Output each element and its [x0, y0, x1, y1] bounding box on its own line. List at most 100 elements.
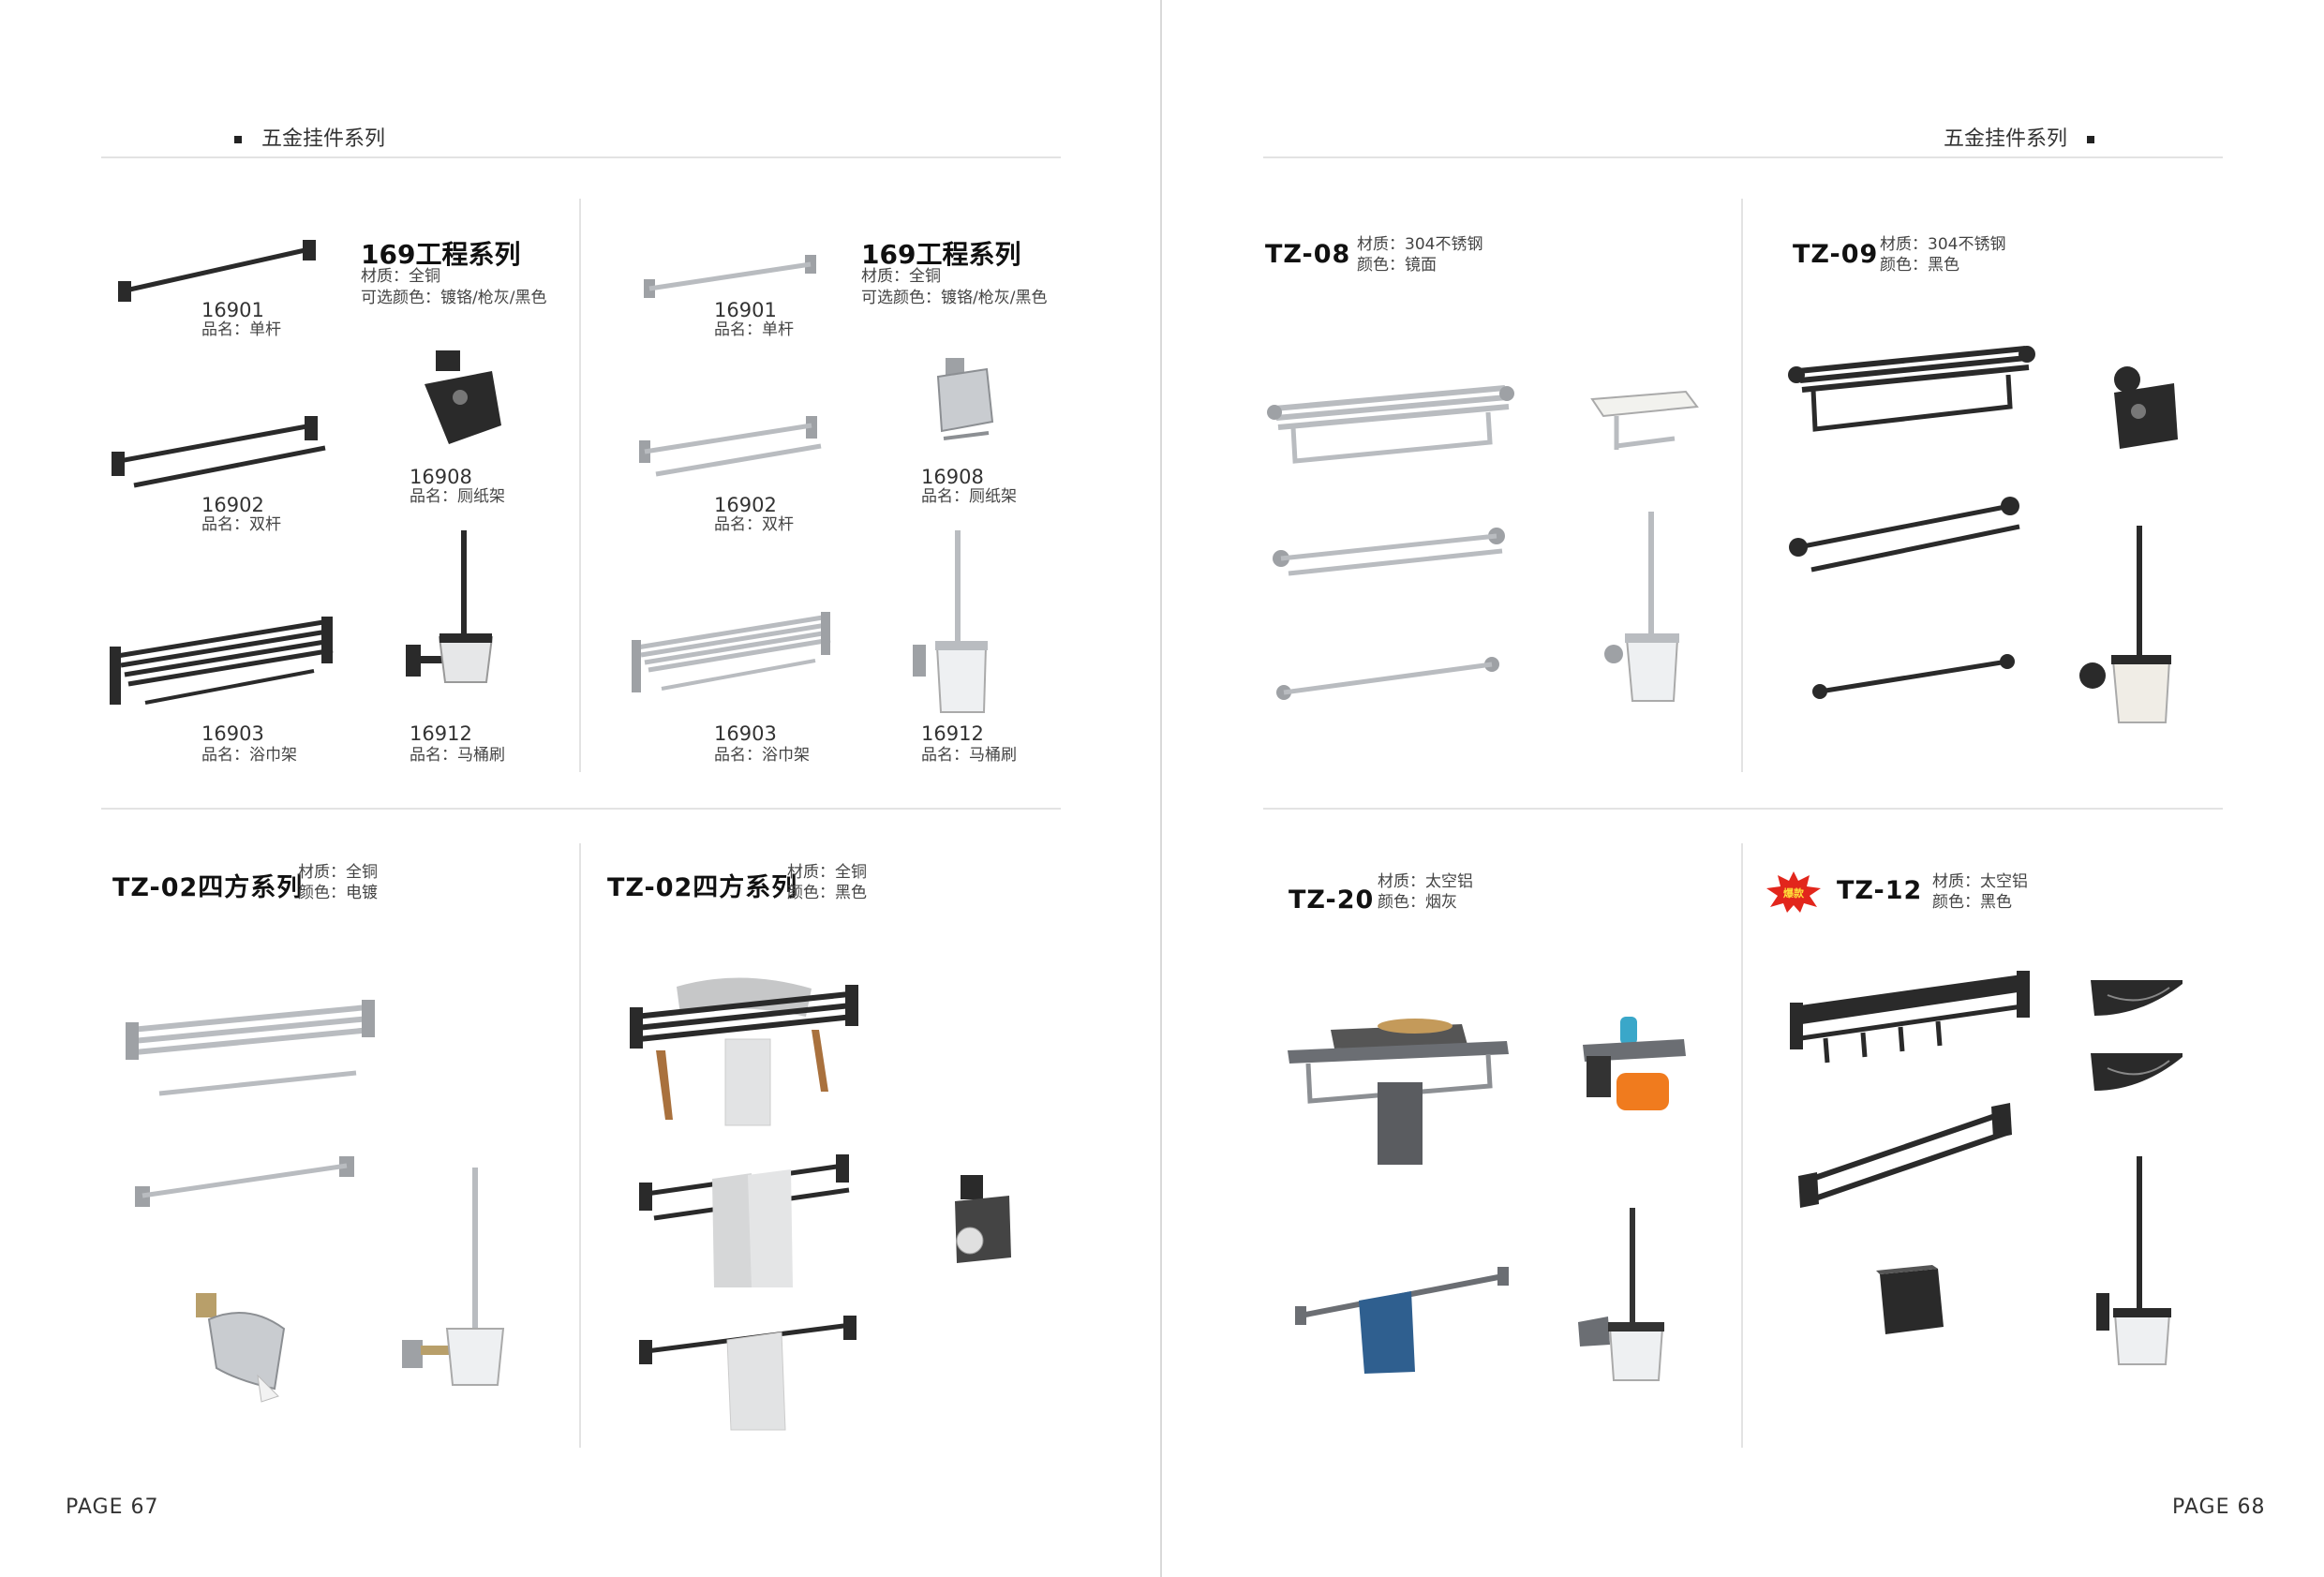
single-rail-towel-smoke-gray-image: [1295, 1267, 1509, 1374]
toilet-paper-holder-chrome-square-image: [196, 1293, 286, 1403]
product-name: 品名：双杆: [714, 515, 794, 534]
series-title: TZ-20: [1289, 885, 1375, 915]
material-text: 材质：全铜: [787, 863, 867, 882]
product-name: 品名：马桶刷: [921, 746, 1017, 765]
product-code: 16908: [410, 466, 472, 488]
double-rail-black-square-image: [1798, 1103, 2012, 1208]
product-code: 16901: [201, 299, 264, 321]
product-code: 16901: [714, 299, 777, 321]
towel-rack-chrome-image: [632, 612, 831, 692]
product-code: 16903: [714, 722, 777, 745]
right-middle-rule: [1263, 808, 2223, 810]
color-text: 颜色：黑色: [1932, 893, 2012, 912]
series-title: TZ-02四方系列: [112, 873, 304, 902]
right-header-text: 五金挂件系列: [1944, 127, 2068, 151]
towel-rack-black-towels-image: [630, 977, 858, 1126]
left-header: 五金挂件系列: [234, 122, 385, 152]
series-title: 169工程系列: [361, 239, 521, 270]
material-text: 材质：太空铝: [1932, 872, 2028, 891]
color-text: 颜色：黑色: [787, 884, 867, 902]
left-page: 五金挂件系列 169工程系列 材质：全铜 可选颜色：镀铬/枪灰/黑色 16901…: [0, 0, 1160, 1577]
towel-rack-black-image: [110, 617, 334, 705]
corner-shelf-black-bottom-image: [2091, 1053, 2182, 1091]
product-code: 16903: [201, 722, 264, 745]
product-name: 品名：厕纸架: [921, 487, 1017, 506]
towel-rack-hooks-black-image: [1790, 971, 2030, 1064]
header-bullet-icon: [2087, 136, 2095, 143]
double-rail-black-towels-image: [639, 1154, 850, 1287]
double-rail-black-round-image: [1789, 497, 2020, 573]
towel-rack-smoke-gray-image: [1288, 1019, 1509, 1165]
corner-shelf-black-top-image: [2091, 980, 2182, 1016]
product-name: 品名：双杆: [201, 515, 281, 534]
toilet-brush-mirror-image: [1604, 512, 1679, 702]
page-number: PAGE 68: [2172, 1495, 2266, 1519]
phone-shelf-paper-holder-mirror-image: [1590, 390, 1699, 450]
colors-text: 可选颜色：镀铬/枪灰/黑色: [861, 289, 1048, 307]
product-code: 16902: [201, 494, 264, 516]
single-rail-chrome-image: [644, 255, 816, 298]
single-rail-mirror-image: [1276, 657, 1499, 700]
left-header-text: 五金挂件系列: [261, 127, 386, 151]
toilet-paper-holder-black-round-image: [2114, 366, 2178, 449]
badge-text: 爆款: [1783, 886, 1805, 900]
single-rail-chrome-square-image: [135, 1156, 354, 1207]
material-text: 材质：全铜: [861, 267, 941, 286]
tissue-box-black-image: [1876, 1265, 1944, 1334]
toilet-paper-holder-black-image: [425, 350, 501, 444]
spine-line: [1160, 0, 1162, 1577]
material-text: 材质：304不锈钢: [1357, 235, 1483, 254]
product-name: 品名：单杆: [201, 320, 281, 339]
product-code: 16912: [921, 722, 984, 745]
product-name: 品名：单杆: [714, 320, 794, 339]
color-text: 颜色：黑色: [1880, 256, 1959, 275]
product-name: 品名：浴巾架: [201, 746, 297, 765]
material-text: 材质：全铜: [298, 863, 378, 882]
product-name: 品名：厕纸架: [410, 487, 505, 506]
color-text: 颜色：镜面: [1357, 256, 1437, 275]
single-rail-black-round-image: [1812, 654, 2015, 699]
product-name: 品名：浴巾架: [714, 746, 810, 765]
toilet-paper-holder-black-square-image: [955, 1175, 1011, 1263]
toilet-brush-chrome-square-image: [402, 1168, 505, 1386]
right-header-rule: [1263, 156, 2223, 158]
towel-rack-mirror-image: [1267, 385, 1514, 464]
material-text: 材质：太空铝: [1378, 872, 1473, 891]
header-bullet-icon: [234, 136, 242, 143]
series-title: TZ-08: [1265, 240, 1351, 269]
toilet-paper-holder-chrome-image: [936, 358, 994, 440]
double-rail-chrome-image: [639, 416, 822, 477]
phone-shelf-paper-holder-orange-image: [1583, 1017, 1686, 1110]
product-code: 16912: [410, 722, 472, 745]
material-text: 材质：全铜: [361, 267, 440, 286]
double-rail-mirror-image: [1273, 528, 1505, 576]
toilet-brush-chrome-image: [913, 530, 988, 713]
right-top-divider: [1741, 199, 1743, 772]
product-code: 16902: [714, 494, 777, 516]
page-number: PAGE 67: [66, 1495, 159, 1519]
left-header-rule: [101, 156, 1061, 158]
series-title: TZ-09: [1793, 240, 1879, 269]
right-page: 五金挂件系列 TZ-08 材质：304不锈钢 颜色：镜面 TZ-09 材质：30…: [1162, 0, 2324, 1577]
toilet-brush-black-image: [406, 530, 494, 683]
color-text: 颜色：电镀: [298, 884, 378, 902]
product-name: 品名：马桶刷: [410, 746, 505, 765]
towel-rack-chrome-square-image: [126, 1000, 375, 1096]
series-title: TZ-02四方系列: [607, 873, 798, 902]
right-header: 五金挂件系列: [1944, 122, 2095, 152]
colors-text: 可选颜色：镀铬/枪灰/黑色: [361, 289, 547, 307]
left-top-divider: [579, 199, 581, 772]
series-title: TZ-12: [1837, 876, 1923, 905]
product-code: 16908: [921, 466, 984, 488]
single-rail-black-towel-image: [639, 1316, 857, 1431]
double-rail-black-image: [112, 416, 326, 488]
toilet-brush-black-square-image: [2096, 1156, 2171, 1365]
color-text: 颜色：烟灰: [1378, 893, 1457, 912]
towel-rack-black-round-image: [1788, 346, 2035, 432]
hot-sale-badge-icon: 爆款: [1766, 871, 1821, 913]
left-middle-rule: [101, 808, 1061, 810]
series-title: 169工程系列: [861, 239, 1021, 270]
right-bottom-divider: [1741, 843, 1743, 1448]
toilet-brush-smoke-gray-image: [1578, 1208, 1664, 1381]
left-bottom-divider: [579, 843, 581, 1448]
